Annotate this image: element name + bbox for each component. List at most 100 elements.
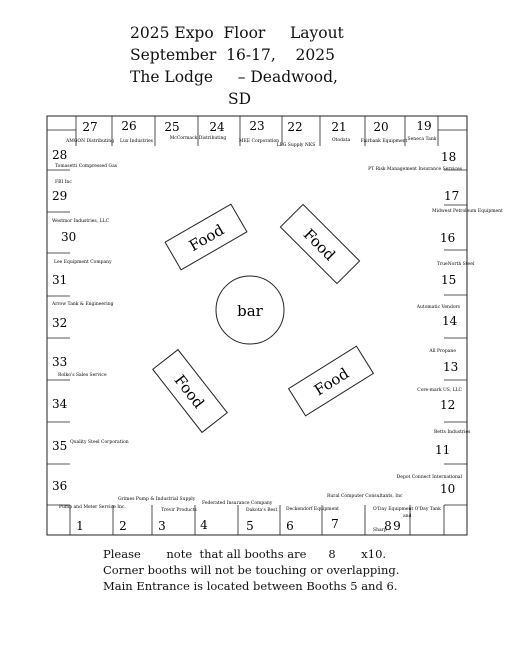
booth-number: 5 — [246, 519, 254, 533]
booth-32: Arrow Tank & Engineering 32 — [51, 301, 114, 330]
booth-5: Dakota's Best 5 — [246, 507, 277, 533]
booth-34: Rolko's Sales Service 34 — [52, 372, 107, 411]
booth-notes: Please note that all booths are 8 x10. C… — [103, 546, 399, 594]
booth-number: 17 — [444, 189, 459, 203]
booth-company: Westmor Industries, LLC — [52, 218, 110, 224]
booth-company: PT Risk Management Insurance Services — [368, 166, 463, 172]
title-line-1: 2025 Expo Floor Layout — [130, 24, 344, 42]
booth-company-sharp: Sharp — [373, 527, 387, 533]
booth-31: Lee Equipment Company 31 — [52, 259, 112, 287]
booth-4: Federated Insurance Company 4 — [200, 500, 273, 532]
booth-number: 29 — [52, 189, 67, 203]
booth-company-connector: and — [403, 513, 412, 519]
booth-number-9: 9 — [393, 519, 401, 533]
booth-21: 21 Otodata — [331, 120, 350, 143]
booth-company: Betts Industries — [434, 429, 471, 435]
food-table-bottom-right: Food — [287, 345, 375, 417]
booth-8-9: O'Day Equipment O'Day Tank and Sharp 8 9 — [373, 506, 441, 533]
title-line-4: SD — [228, 90, 252, 108]
booth-number: 27 — [82, 120, 97, 134]
booth-17: 17 — [444, 189, 459, 203]
booth-company: Otodata — [332, 137, 351, 143]
booth-33: 33 — [52, 355, 67, 369]
booth-1: Pump and Meter Service Inc. 1 — [59, 504, 126, 533]
booth-13: All Propane 13 — [428, 348, 458, 374]
booth-number: 28 — [52, 148, 67, 162]
booth-number: 11 — [435, 443, 450, 457]
booth-number: 15 — [441, 273, 456, 287]
booth-company: Trevir Products — [161, 507, 197, 513]
booth-28: 28 Tomasetti Compressed Gas — [52, 148, 118, 169]
booth-number: 14 — [442, 314, 458, 328]
right-dividers — [444, 169, 467, 506]
booth-number: 31 — [52, 273, 67, 287]
booth-company: FBI Inc — [55, 179, 72, 185]
booth-company: Midwest Petroleum Equipment — [432, 208, 503, 214]
booth-number: 20 — [373, 120, 388, 134]
booth-company: Rolko's Sales Service — [58, 372, 107, 378]
booth-company: Federated Insurance Company — [202, 500, 273, 506]
booth-number: 1 — [76, 519, 84, 533]
booth-company: Seneca Tank — [408, 136, 437, 142]
booth-26: 26 Lux Industries — [120, 119, 154, 144]
booth-company: O'Day Equipment O'Day Tank — [373, 506, 441, 512]
booth-22: 22 LPG Supply NKS — [277, 120, 316, 148]
booth-number: 32 — [52, 316, 67, 330]
booth-number: 26 — [121, 119, 136, 133]
booth-14: Automatic Vendors 14 — [416, 304, 461, 328]
booth-16: Midwest Petroleum Equipment 16 — [432, 208, 503, 245]
booth-number: 13 — [443, 360, 458, 374]
note-line-1: Please note that all booths are 8 x10. — [103, 547, 387, 561]
booth-company: Deckendorf Equipment — [286, 506, 339, 512]
note-line-3: Main Entrance is located between Booths … — [103, 579, 398, 593]
booth-35: 35 Quality Steel Corporation — [52, 439, 129, 453]
booth-24: 24 McCormack Distributing — [170, 120, 227, 141]
booth-number: 24 — [209, 120, 225, 134]
booth-number: 19 — [416, 119, 431, 133]
booth-company: McCormack Distributing — [170, 135, 227, 141]
booth-19: 19 Seneca Tank — [408, 119, 437, 142]
title-line-3: The Lodge – Deadwood, — [130, 68, 338, 86]
booth-number: 22 — [287, 120, 302, 134]
booth-36: 36 — [52, 479, 67, 493]
booth-29: FBI Inc 29 — [52, 179, 72, 203]
booth-18: 18 PT Risk Management Insurance Services — [368, 150, 463, 172]
booth-number: 3 — [158, 519, 166, 533]
booth-company: Automatic Vendors — [416, 304, 461, 310]
booth-company: All Propane — [428, 348, 456, 354]
booth-number: 23 — [249, 119, 264, 133]
booth-2: Grimes Pump & Industrial Supply 2 — [118, 496, 196, 533]
booth-10: Depot Connect International 10 — [397, 474, 463, 496]
left-dividers — [47, 169, 70, 506]
booth-company: LPG Supply NKS — [277, 142, 316, 148]
booth-number: 2 — [119, 519, 127, 533]
booth-number: 21 — [331, 120, 346, 134]
booth-company: Depot Connect International — [397, 474, 463, 480]
booth-30: Westmor Industries, LLC 30 — [52, 218, 110, 244]
bottom-dividers — [69, 505, 445, 535]
booth-number: 30 — [61, 230, 76, 244]
booth-company: Lee Equipment Company — [54, 259, 112, 265]
booth-number: 4 — [200, 518, 208, 532]
bar-circle — [215, 275, 285, 345]
hall-outline — [46, 115, 468, 536]
booth-company: Grimes Pump & Industrial Supply — [118, 496, 196, 502]
booth-20: 20 Fairbank Equipment — [361, 120, 408, 144]
booth-company: MEE Corporation — [239, 138, 279, 144]
food-table-top-right: Food — [279, 203, 361, 285]
booth-company: Rural Computer Consultants, Inc — [327, 493, 403, 499]
booth-company: Arrow Tank & Engineering — [51, 301, 114, 307]
booth-23: 23 MEE Corporation — [239, 119, 279, 144]
booth-number: 7 — [331, 517, 339, 531]
booth-company: Pump and Meter Service Inc. — [59, 504, 126, 510]
title-line-2: September 16-17, 2025 — [130, 46, 335, 64]
booth-number: 34 — [52, 397, 68, 411]
booth-company: Lux Industries — [120, 138, 154, 144]
booth-company: Core-mark US, LLC — [417, 387, 462, 393]
note-line-2: Corner booths will not be touching or ov… — [103, 563, 400, 577]
booth-number: 35 — [52, 439, 67, 453]
booth-number: 6 — [286, 519, 294, 533]
booth-15: TrueNorth Steel 15 — [437, 261, 475, 287]
booth-company: Tomasetti Compressed Gas — [55, 163, 118, 169]
